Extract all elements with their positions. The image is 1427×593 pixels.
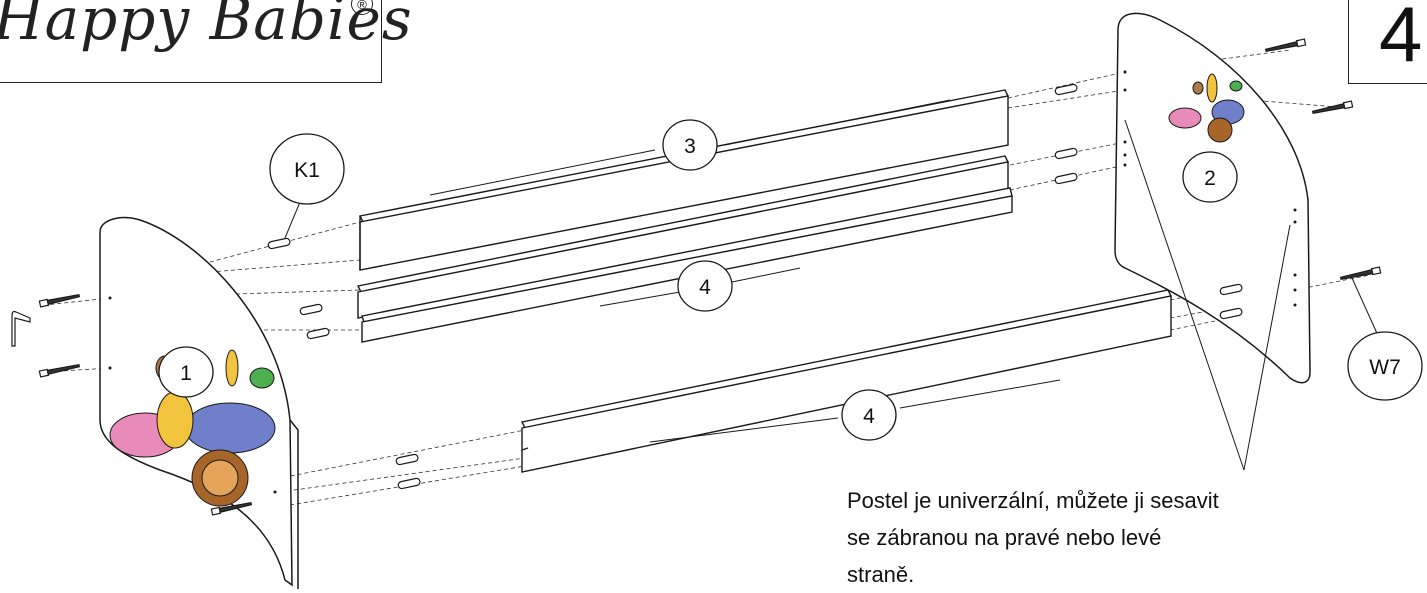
callout-4-front <box>841 389 897 441</box>
dowel-icon <box>1054 172 1078 185</box>
callout-4-mid <box>677 260 733 312</box>
dowel-icon <box>299 303 323 316</box>
dowels <box>267 83 1243 490</box>
screw-icon <box>38 364 81 378</box>
animal-sticker-right <box>1168 73 1245 143</box>
callout-w7 <box>1347 331 1423 401</box>
left-headboard <box>99 216 299 589</box>
callout-2 <box>1182 151 1238 203</box>
label-part-2: 2 <box>1204 167 1216 190</box>
note-line-3: straně. <box>847 562 915 587</box>
screw-icon <box>1264 38 1307 52</box>
dowel-icon <box>1054 147 1078 160</box>
step-number: 4 <box>1379 0 1423 78</box>
callout-1 <box>158 346 214 398</box>
callout-k1 <box>269 133 345 205</box>
leader-lines <box>284 99 1381 471</box>
dowel-icon <box>395 453 419 466</box>
dowel-icon <box>1219 283 1243 296</box>
callout-3 <box>662 119 718 171</box>
screws <box>38 38 1382 516</box>
screw-icon <box>38 294 81 308</box>
label-k1: K1 <box>294 159 320 182</box>
step-box: 4 <box>1348 0 1427 84</box>
label-part-1: 1 <box>180 362 192 385</box>
assembly-note: Postel je univerzální, můžete ji sesavit… <box>847 482 1219 593</box>
screw-icon <box>1311 100 1354 114</box>
note-line-1: Postel je univerzální, můžete ji sesavit <box>847 488 1219 513</box>
dowel-icon <box>267 237 291 250</box>
label-part-4-front: 4 <box>863 405 875 428</box>
label-part-4-mid: 4 <box>699 276 711 299</box>
screw-icon <box>1339 266 1382 280</box>
animal-sticker-left <box>109 349 276 507</box>
label-part-3: 3 <box>684 135 696 158</box>
dowel-icon <box>306 327 330 340</box>
brand-logo-box: Happy Babies ® <box>0 0 412 83</box>
brand-logo: Happy Babies <box>0 0 413 53</box>
dowel-icon <box>1054 83 1078 96</box>
dowel-icon <box>397 477 421 490</box>
allen-key-icon <box>11 310 31 347</box>
label-w7: W7 <box>1369 356 1401 379</box>
callouts <box>158 119 1423 441</box>
rail-front <box>520 289 1173 473</box>
dowel-icon <box>1219 307 1243 320</box>
screw-icon <box>210 502 253 516</box>
note-line-2: se zábranou na pravé nebo levé <box>847 525 1162 550</box>
